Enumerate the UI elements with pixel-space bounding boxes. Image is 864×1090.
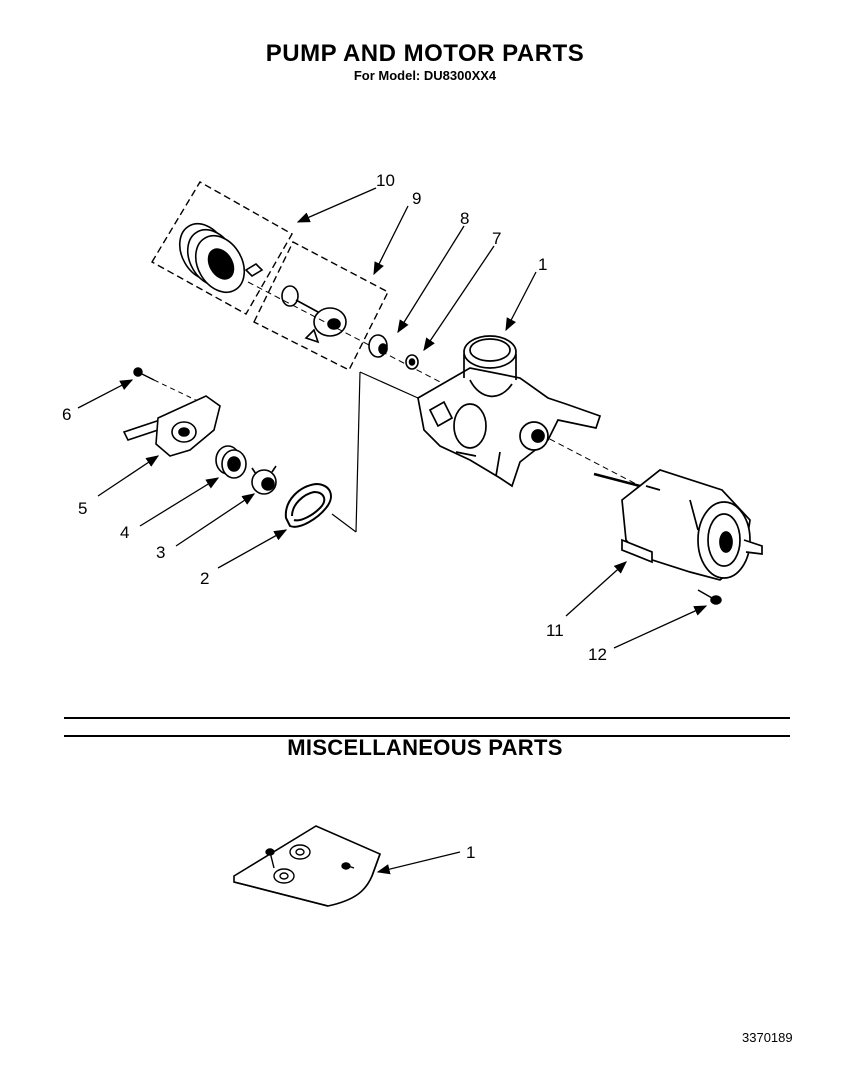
- callout-4: 4: [120, 523, 129, 542]
- bearing-part-4: [215, 445, 247, 479]
- parts-bag: [233, 825, 382, 907]
- callout-leaders: [77, 187, 708, 875]
- callout-8: 8: [460, 209, 469, 228]
- document-number: 3370189: [742, 1030, 793, 1045]
- callout-1: 1: [538, 255, 547, 274]
- grommet-part-3: [251, 465, 277, 495]
- motor-part-11: [593, 469, 763, 581]
- callout-11: 11: [546, 621, 564, 640]
- callout-2: 2: [200, 569, 209, 588]
- pump-housing-part-1: [417, 335, 602, 488]
- callout-7: 7: [492, 229, 501, 248]
- seal-assembly-part-10: [178, 222, 264, 294]
- callout-6: 6: [62, 405, 71, 424]
- callout-9: 9: [412, 189, 421, 208]
- bracket-part-5: [122, 395, 221, 457]
- screw-part-12: [697, 589, 722, 605]
- part-10-box: [151, 181, 293, 315]
- seal-part-8: [368, 334, 388, 358]
- callout-3: 3: [156, 543, 165, 562]
- assembly-path-lines: [331, 371, 419, 533]
- section-divider: [64, 717, 790, 737]
- callout-5: 5: [78, 499, 87, 518]
- part-9-box: [253, 241, 389, 371]
- washer-part-7: [405, 354, 419, 370]
- misc-section-title: MISCELLANEOUS PARTS: [287, 735, 563, 760]
- impeller-part-9: [281, 285, 347, 344]
- misc-callout-1: 1: [466, 843, 475, 862]
- callout-10: 10: [376, 171, 395, 190]
- callout-12: 12: [588, 645, 607, 664]
- model-subtitle: For Model: DU8300XX4: [353, 68, 497, 83]
- page-title: PUMP AND MOTOR PARTS: [265, 40, 585, 67]
- gasket-part-2: [284, 482, 332, 528]
- screw-part-6: [133, 367, 205, 405]
